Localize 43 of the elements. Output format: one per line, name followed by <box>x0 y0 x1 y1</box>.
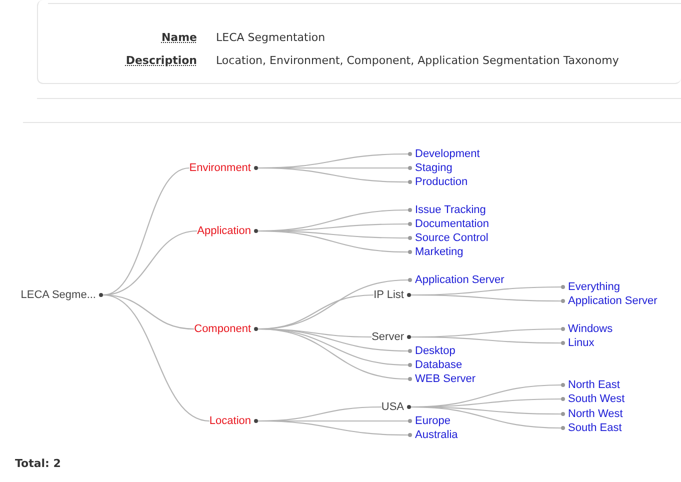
leaf-node: Everything <box>561 280 620 294</box>
leaf-node: Development <box>408 148 480 160</box>
leaf-node: Marketing <box>408 246 464 258</box>
connector <box>411 336 561 344</box>
connector <box>258 230 408 253</box>
field-label: Name <box>161 31 197 45</box>
field-value: Location, Environment, Component, Application Segmentation Taxonomy <box>216 54 619 68</box>
leaf-node: Database <box>408 358 462 372</box>
connector <box>102 294 210 422</box>
leaf-node: Production <box>408 176 468 188</box>
tree-node: Application <box>197 224 258 238</box>
connector <box>258 420 408 436</box>
tree-node: Location <box>209 414 258 428</box>
tree-node: Component <box>194 322 258 336</box>
tree-node: Environment <box>189 162 258 174</box>
leaf-node: WEB Server <box>408 372 476 386</box>
tree-node: IP List <box>374 288 411 302</box>
leaf-node: Desktop <box>408 344 456 358</box>
leaf-node: South West <box>561 392 625 406</box>
leaf-node: Issue Tracking <box>408 204 486 216</box>
connector <box>102 167 190 296</box>
total-count: Total: 2 <box>15 457 61 471</box>
connector <box>410 406 562 429</box>
leaf-node: Application Server <box>561 294 658 308</box>
tree-node: LECA Segme... <box>20 288 103 302</box>
tree-node: USA <box>381 400 411 414</box>
connector <box>258 328 408 380</box>
leaf-node: Australia <box>408 428 458 442</box>
leaf-node: Linux <box>561 336 594 350</box>
leaf-node: Documentation <box>408 218 489 230</box>
leaf-node: Application Server <box>408 274 504 286</box>
tree-node: Server <box>372 330 411 344</box>
leaf-node: Source Control <box>408 232 488 244</box>
leaf-node: North East <box>561 378 620 392</box>
leaf-node: South East <box>561 422 622 434</box>
field-value: LECA Segmentation <box>216 31 326 45</box>
connector <box>258 167 408 183</box>
field-label: Description <box>126 54 197 68</box>
leaf-node: Windows <box>561 322 613 336</box>
leaf-node: North West <box>561 408 623 420</box>
leaf-node: Europe <box>408 414 450 428</box>
connector <box>411 294 561 302</box>
leaf-node: Staging <box>408 162 452 174</box>
